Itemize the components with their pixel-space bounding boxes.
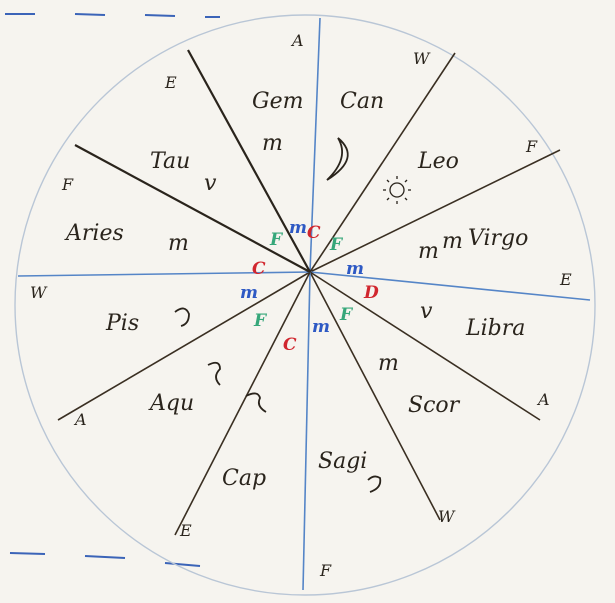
element-letter: W [30,283,48,302]
modality-mark: v [204,171,217,196]
sign-label: Libra [465,316,525,341]
element-letter: A [73,410,87,429]
dashed-border-marks [5,13,220,567]
quality-letter: m [312,317,330,337]
quality-letter: F [253,311,268,331]
modality-mark: v [420,299,433,324]
element-letter: A [536,390,550,409]
inner-letters: m C F m D F m C F m C F [240,218,379,355]
element-letter: W [438,507,456,526]
element-letter: F [61,175,74,194]
sign-label: Scor [408,393,461,418]
modality-mark: m [418,239,439,264]
modality-mark: m [442,229,463,254]
quality-letter: D [363,283,379,303]
sign-label: Leo [417,149,459,174]
quality-letter: m [289,218,307,238]
sign-label: Sagi [318,449,367,474]
quality-letter: C [252,259,266,279]
quality-letter: m [240,283,258,303]
sign-label: Aries [64,221,124,246]
modality-mark: m [378,351,399,376]
sign-labels: Gem Can Leo Virgo Libra Scor Sagi Cap Aq… [64,89,528,491]
quality-letter: F [329,235,344,255]
sun-icon [383,176,411,204]
sign-label: Aqu [148,391,194,416]
element-letter: E [164,73,177,92]
squiggle-mark [174,307,190,327]
element-letter: F [525,137,538,156]
element-letter: E [559,270,572,289]
sign-label: Pis [105,311,139,336]
modality-mark: m [168,231,189,256]
element-letter: E [179,521,192,540]
quality-letter: C [307,223,321,243]
squiggle-mark [207,361,221,386]
outer-circle [14,14,596,596]
element-letter: A [290,31,304,50]
sign-label: Tau [150,149,190,174]
squiggle-mark [245,392,267,413]
quality-letter: m [346,259,364,279]
outer-letters: A W F E A W F E A W F E [30,31,572,580]
quality-letter: C [283,335,297,355]
sign-label: Virgo [468,226,528,251]
modality-marks: m m m v m m v [168,131,463,376]
sign-label: Can [340,89,384,114]
quality-letter: F [339,305,354,325]
quality-letter: F [269,230,284,250]
sign-label: Gem [252,89,303,114]
squiggle-mark [367,475,382,493]
section-dividers [17,17,591,591]
element-letter: W [413,49,431,68]
element-letter: F [319,561,332,580]
sign-label: Cap [222,466,266,491]
moon-icon [326,137,349,181]
modality-mark: m [262,131,283,156]
